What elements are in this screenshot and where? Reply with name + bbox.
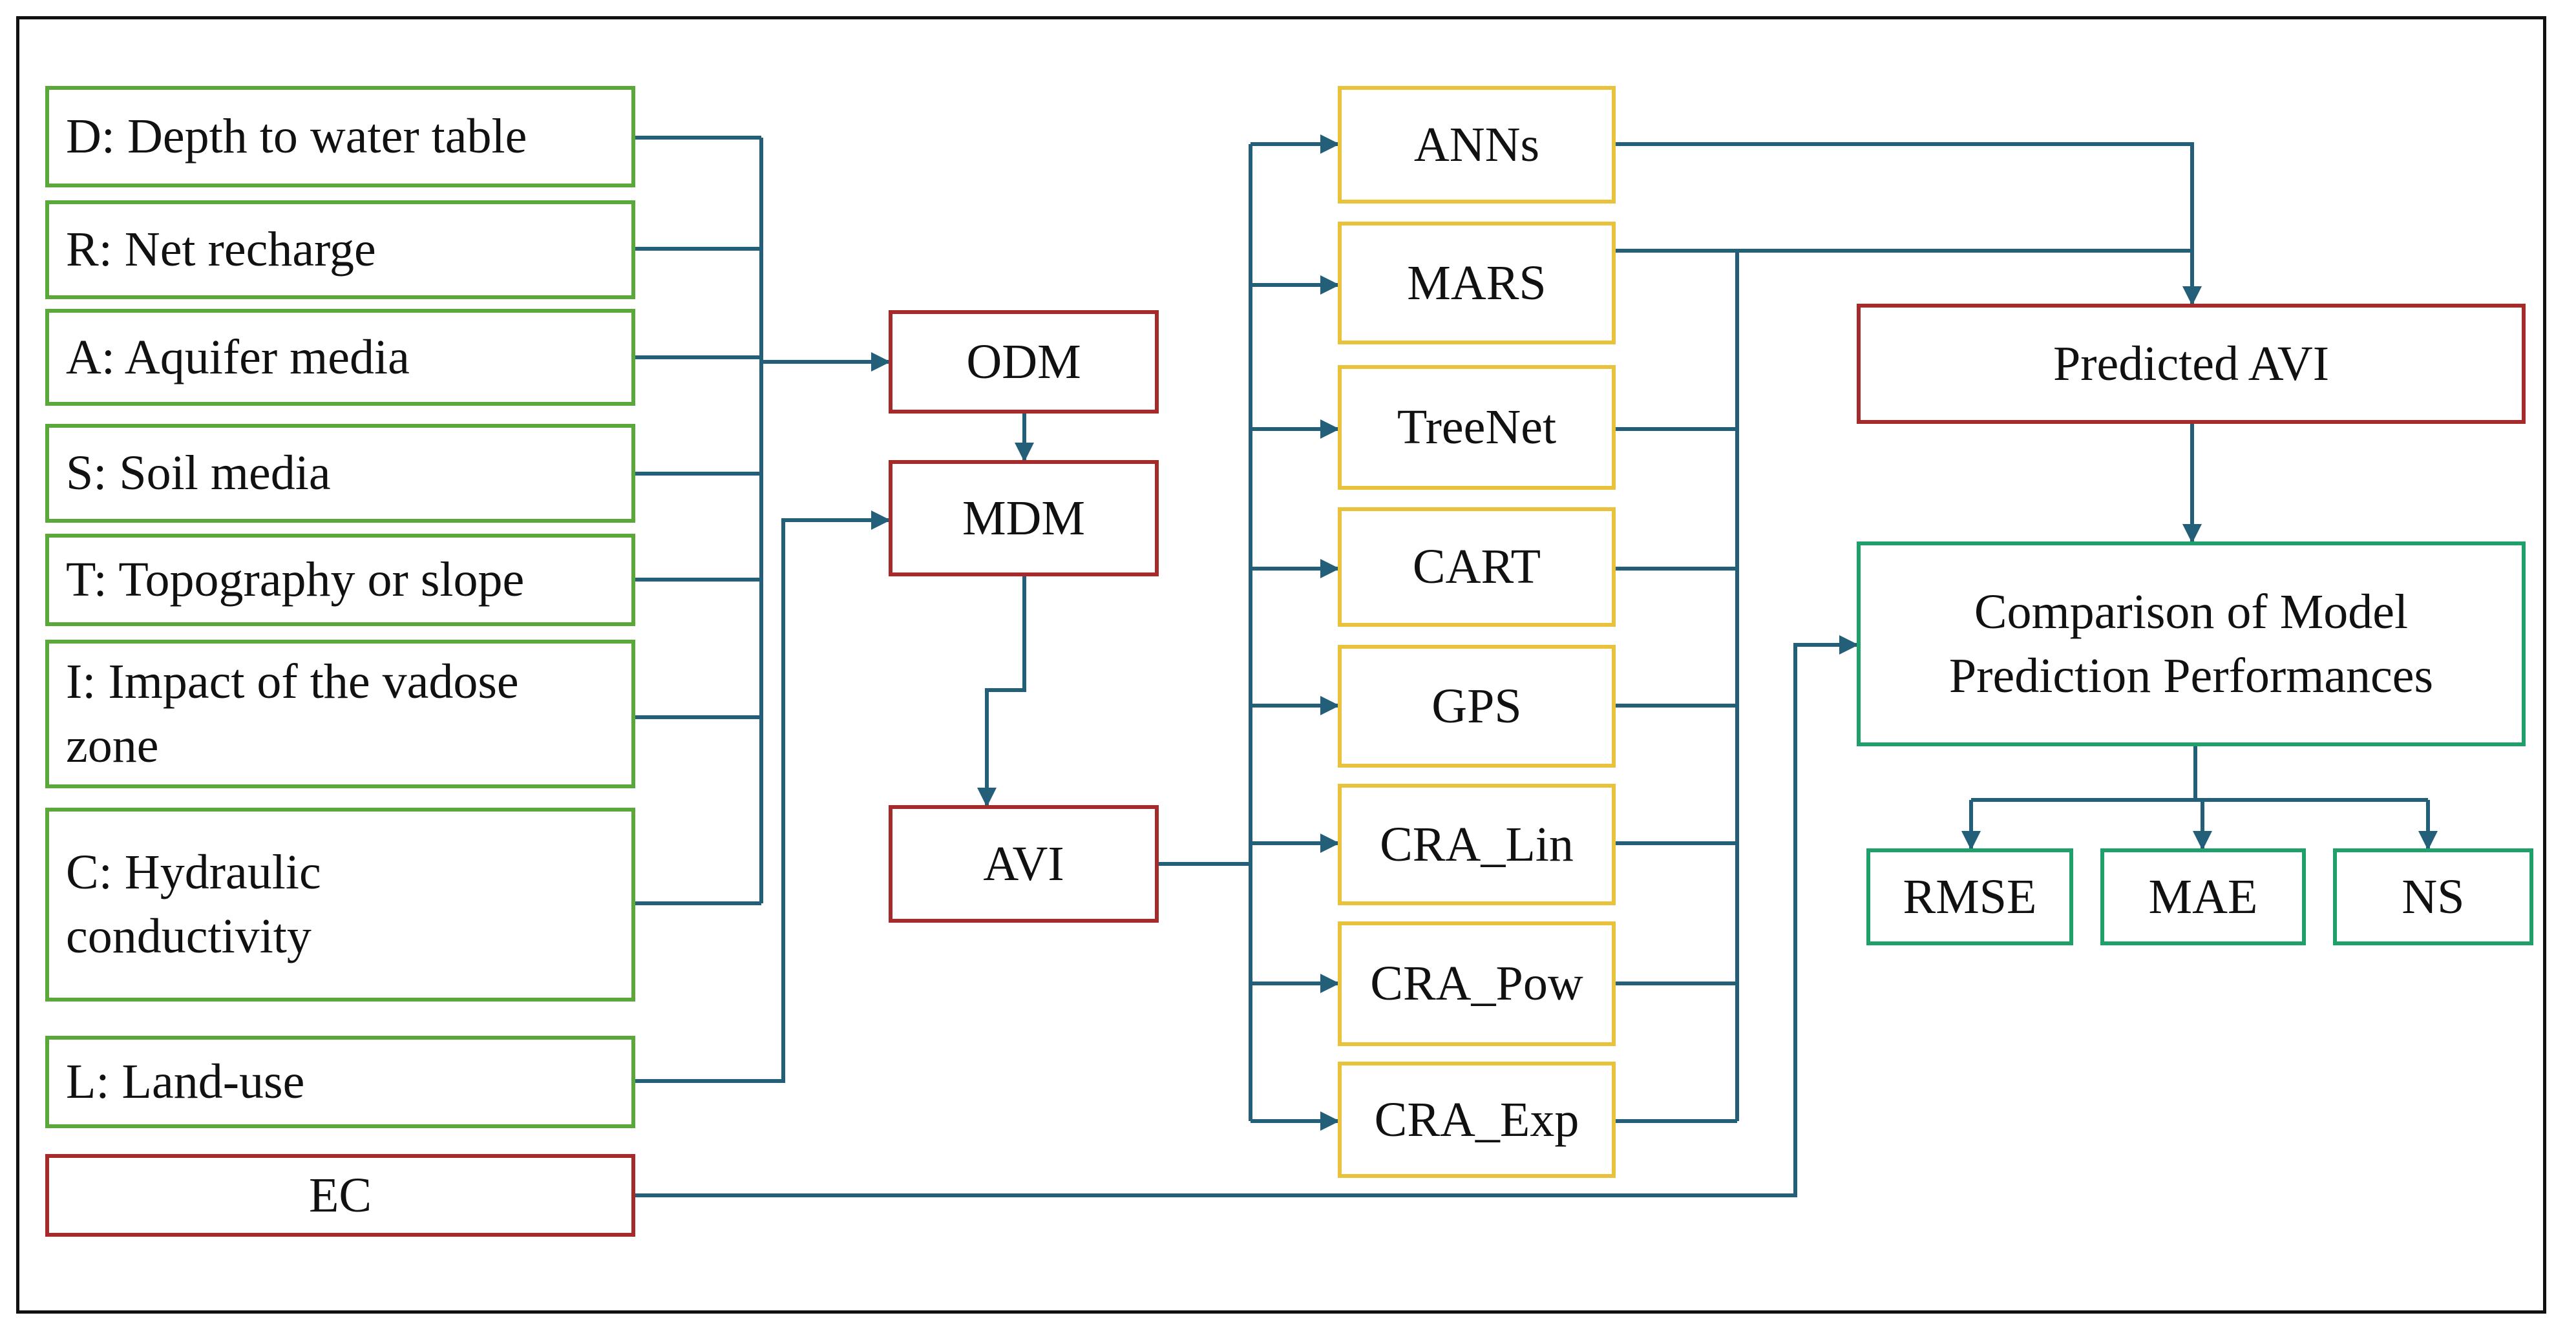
input-depth-to-water-table: D: Depth to water table [45,86,635,187]
input-aquifer-media: A: Aquifer media [45,309,635,406]
input-soil-media: S: Soil media [45,424,635,523]
input-vadose-zone-impact: I: Impact of the vadose zone [45,640,635,788]
input-land-use: L: Land-use [45,1036,635,1128]
stage-mdm: MDM [889,460,1159,576]
model-cra-lin: CRA_Lin [1338,784,1616,905]
input-net-recharge: R: Net recharge [45,200,635,299]
comparison-of-model-performances: Comparison of Model Prediction Performan… [1857,541,2526,746]
input-hydraulic-conductivity: C: Hydraulic conductivity [45,808,635,1002]
model-anns: ANNs [1338,86,1616,204]
metric-mae: MAE [2100,848,2306,945]
model-cart: CART [1338,507,1616,627]
input-topography: T: Topography or slope [45,534,635,626]
stage-odm: ODM [889,310,1159,414]
stage-avi: AVI [889,805,1159,923]
metric-ns: NS [2333,848,2533,945]
model-gps: GPS [1338,645,1616,768]
model-cra-pow: CRA_Pow [1338,921,1616,1046]
input-ec: EC [45,1154,635,1237]
model-treenet: TreeNet [1338,365,1616,490]
predicted-avi: Predicted AVI [1857,304,2526,424]
model-cra-exp: CRA_Exp [1338,1062,1616,1178]
model-mars: MARS [1338,222,1616,344]
metric-rmse: RMSE [1866,848,2073,945]
